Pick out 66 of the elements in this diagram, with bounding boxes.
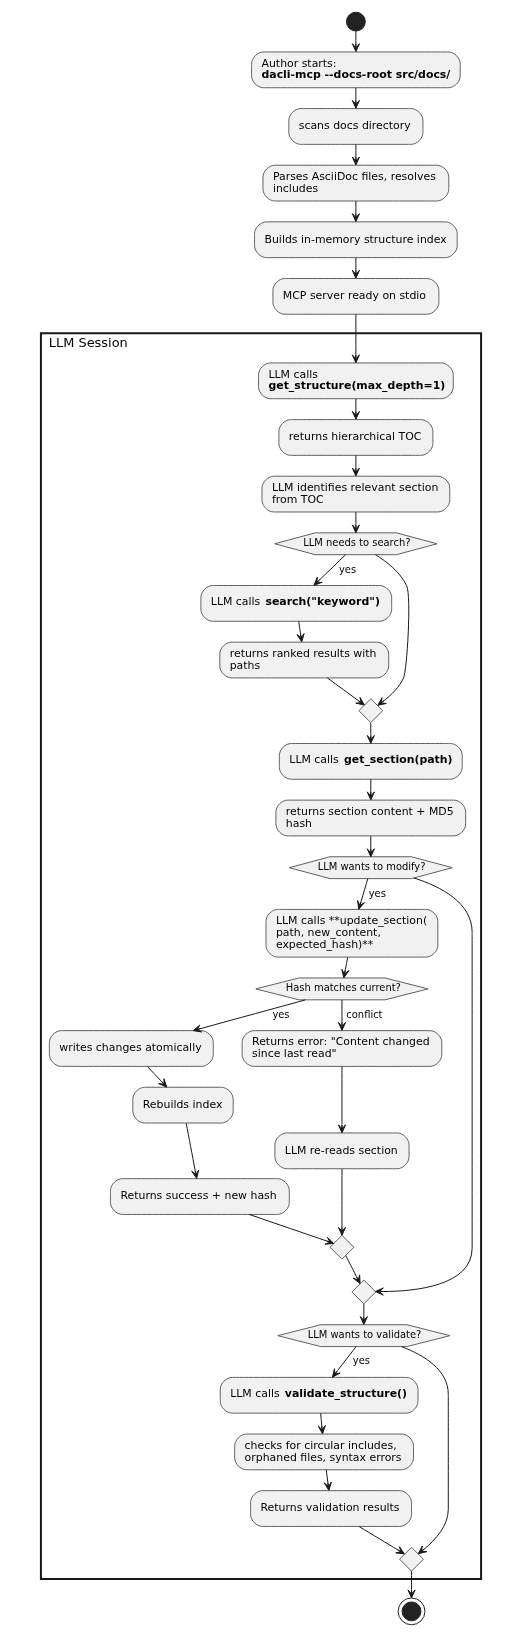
arrow — [327, 677, 365, 706]
node-box: Author starts: dacli-mcp --docs-root src/docs/ — [251, 51, 461, 89]
arrow — [323, 1469, 332, 1491]
node-box: Rebuilds index — [132, 1086, 234, 1124]
arrow — [185, 1122, 200, 1179]
edge-label: yes — [368, 887, 386, 899]
arrow — [351, 87, 360, 109]
arrow — [407, 1570, 416, 1599]
node-box: MCP server ready on stdio — [272, 278, 440, 315]
node-circle — [345, 11, 366, 32]
node-diamond — [358, 698, 384, 724]
node-box: Returns validation results — [250, 1490, 413, 1527]
node-box: LLM calls **update_section( path, new_content, expected_hash)** — [265, 908, 439, 958]
arrow — [146, 1066, 168, 1088]
arrow — [296, 620, 305, 643]
node-box: LLM re-reads section — [274, 1132, 410, 1170]
node-box: LLM calls search("keyword") — [200, 585, 393, 622]
node-box: checks for circular includes, orphaned files, syntax errors — [234, 1433, 414, 1471]
node-circle — [397, 1597, 426, 1626]
edge-label: conflict — [346, 1008, 383, 1020]
node-diamond — [399, 1546, 424, 1572]
arrow — [313, 554, 346, 586]
node-box: Returns error: "Content changed since last read" — [241, 1030, 443, 1067]
arrow — [248, 1213, 335, 1245]
edge-label: yes — [352, 1355, 371, 1367]
node-diamond — [351, 1279, 377, 1305]
arrow — [358, 1526, 405, 1555]
node-box: writes changes atomically — [48, 1030, 214, 1067]
node-box: Returns success + new hash — [109, 1178, 290, 1215]
node-diamond — [329, 1234, 355, 1260]
arrow — [351, 398, 360, 420]
arrow — [374, 877, 473, 1296]
arrow — [331, 1346, 357, 1378]
arrow — [351, 257, 360, 279]
arrow — [366, 722, 375, 744]
node-box: Parses AsciiDoc files, resolves includes — [262, 164, 450, 202]
arrow — [192, 999, 306, 1033]
arrow — [351, 143, 360, 166]
arrow — [351, 200, 360, 223]
edge-label: yes — [272, 1008, 290, 1020]
arrow — [357, 878, 369, 910]
arrow — [317, 1412, 326, 1435]
node-box: LLM calls get_section(path) — [278, 743, 463, 780]
node-box: Builds in-memory structure index — [254, 221, 458, 259]
arrow — [401, 1346, 449, 1555]
node-box: returns section content + MD5 hash — [275, 799, 467, 837]
arrow — [337, 1066, 347, 1134]
node-box: returns hierarchical TOC — [278, 419, 434, 456]
node-box: LLM calls get_structure(max_depth=1) — [258, 362, 454, 400]
node-box: LLM calls validate_structure() — [219, 1376, 419, 1414]
node-box: returns ranked results with paths — [219, 641, 390, 679]
arrow — [366, 835, 375, 858]
arrow — [359, 1303, 368, 1325]
arrow — [366, 778, 375, 801]
arrow — [375, 554, 410, 706]
arrow — [337, 999, 347, 1031]
arrow — [351, 511, 360, 534]
arrow — [341, 956, 350, 979]
arrow — [351, 313, 360, 364]
arrow — [345, 1255, 361, 1285]
edge-label: yes — [338, 563, 357, 575]
node-box: scans docs directory — [288, 108, 424, 145]
arrow — [351, 30, 360, 53]
arrow — [337, 1168, 347, 1236]
arrow — [351, 454, 360, 477]
node-box: LLM identifies relevant section from TOC — [261, 475, 451, 513]
